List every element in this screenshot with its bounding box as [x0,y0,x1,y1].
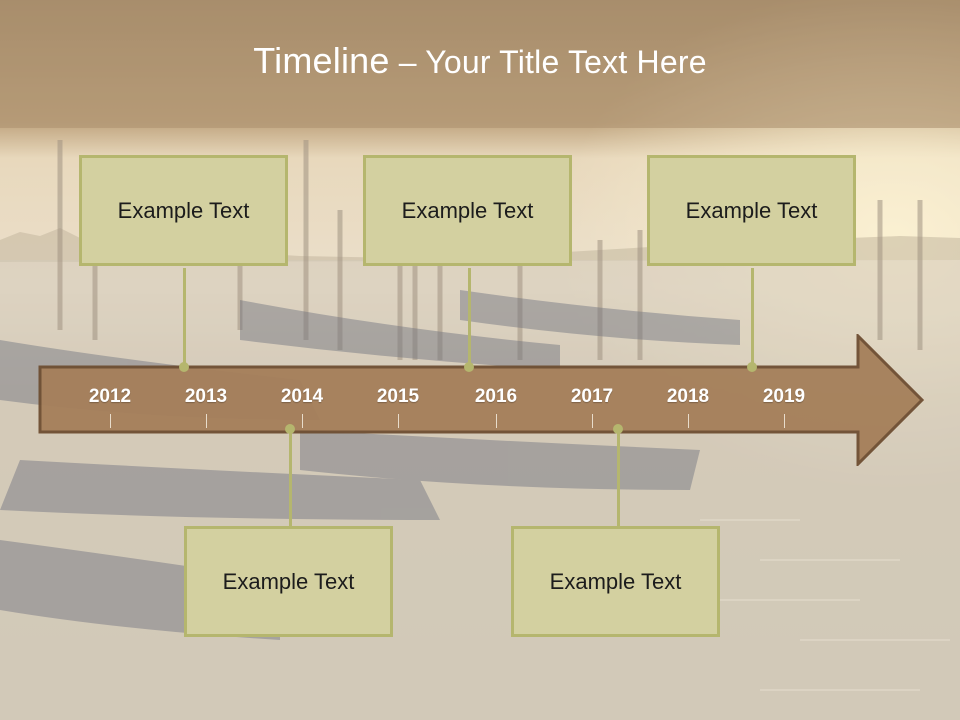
event-box[interactable]: Example Text [79,155,288,266]
event-dot [747,362,757,372]
event-connector [468,268,471,367]
year-tick [784,414,785,428]
event-label: Example Text [685,197,818,223]
year-label: 2016 [474,386,518,407]
event-label: Example Text [222,568,355,594]
event-dot [285,424,295,434]
event-dot [613,424,623,434]
event-box[interactable]: Example Text [184,526,393,637]
year-tick [302,414,303,428]
year-tick [206,414,207,428]
year-tick [398,414,399,428]
event-connector [289,429,292,527]
slide-title: Timeline – Your Title Text Here [0,40,960,82]
event-box[interactable]: Example Text [363,155,572,266]
event-label: Example Text [117,197,250,223]
title-subtitle: Your Title Text Here [425,44,707,80]
year-tick [110,414,111,428]
event-dot [179,362,189,372]
year-label: 2012 [88,386,132,407]
year-label: 2017 [570,386,614,407]
event-label: Example Text [549,568,682,594]
event-label: Example Text [401,197,534,223]
year-label: 2018 [666,386,710,407]
year-label: 2015 [376,386,420,407]
event-connector [751,268,754,367]
year-tick [688,414,689,428]
year-tick [592,414,593,428]
year-label: 2013 [184,386,228,407]
event-dot [464,362,474,372]
title-main: Timeline [253,40,390,81]
event-connector [183,268,186,367]
event-box[interactable]: Example Text [647,155,856,266]
year-label: 2019 [762,386,806,407]
year-tick [496,414,497,428]
event-connector [617,429,620,527]
title-dash: – [389,44,426,80]
year-label: 2014 [280,386,324,407]
timeline-arrow [38,334,924,466]
event-box[interactable]: Example Text [511,526,720,637]
